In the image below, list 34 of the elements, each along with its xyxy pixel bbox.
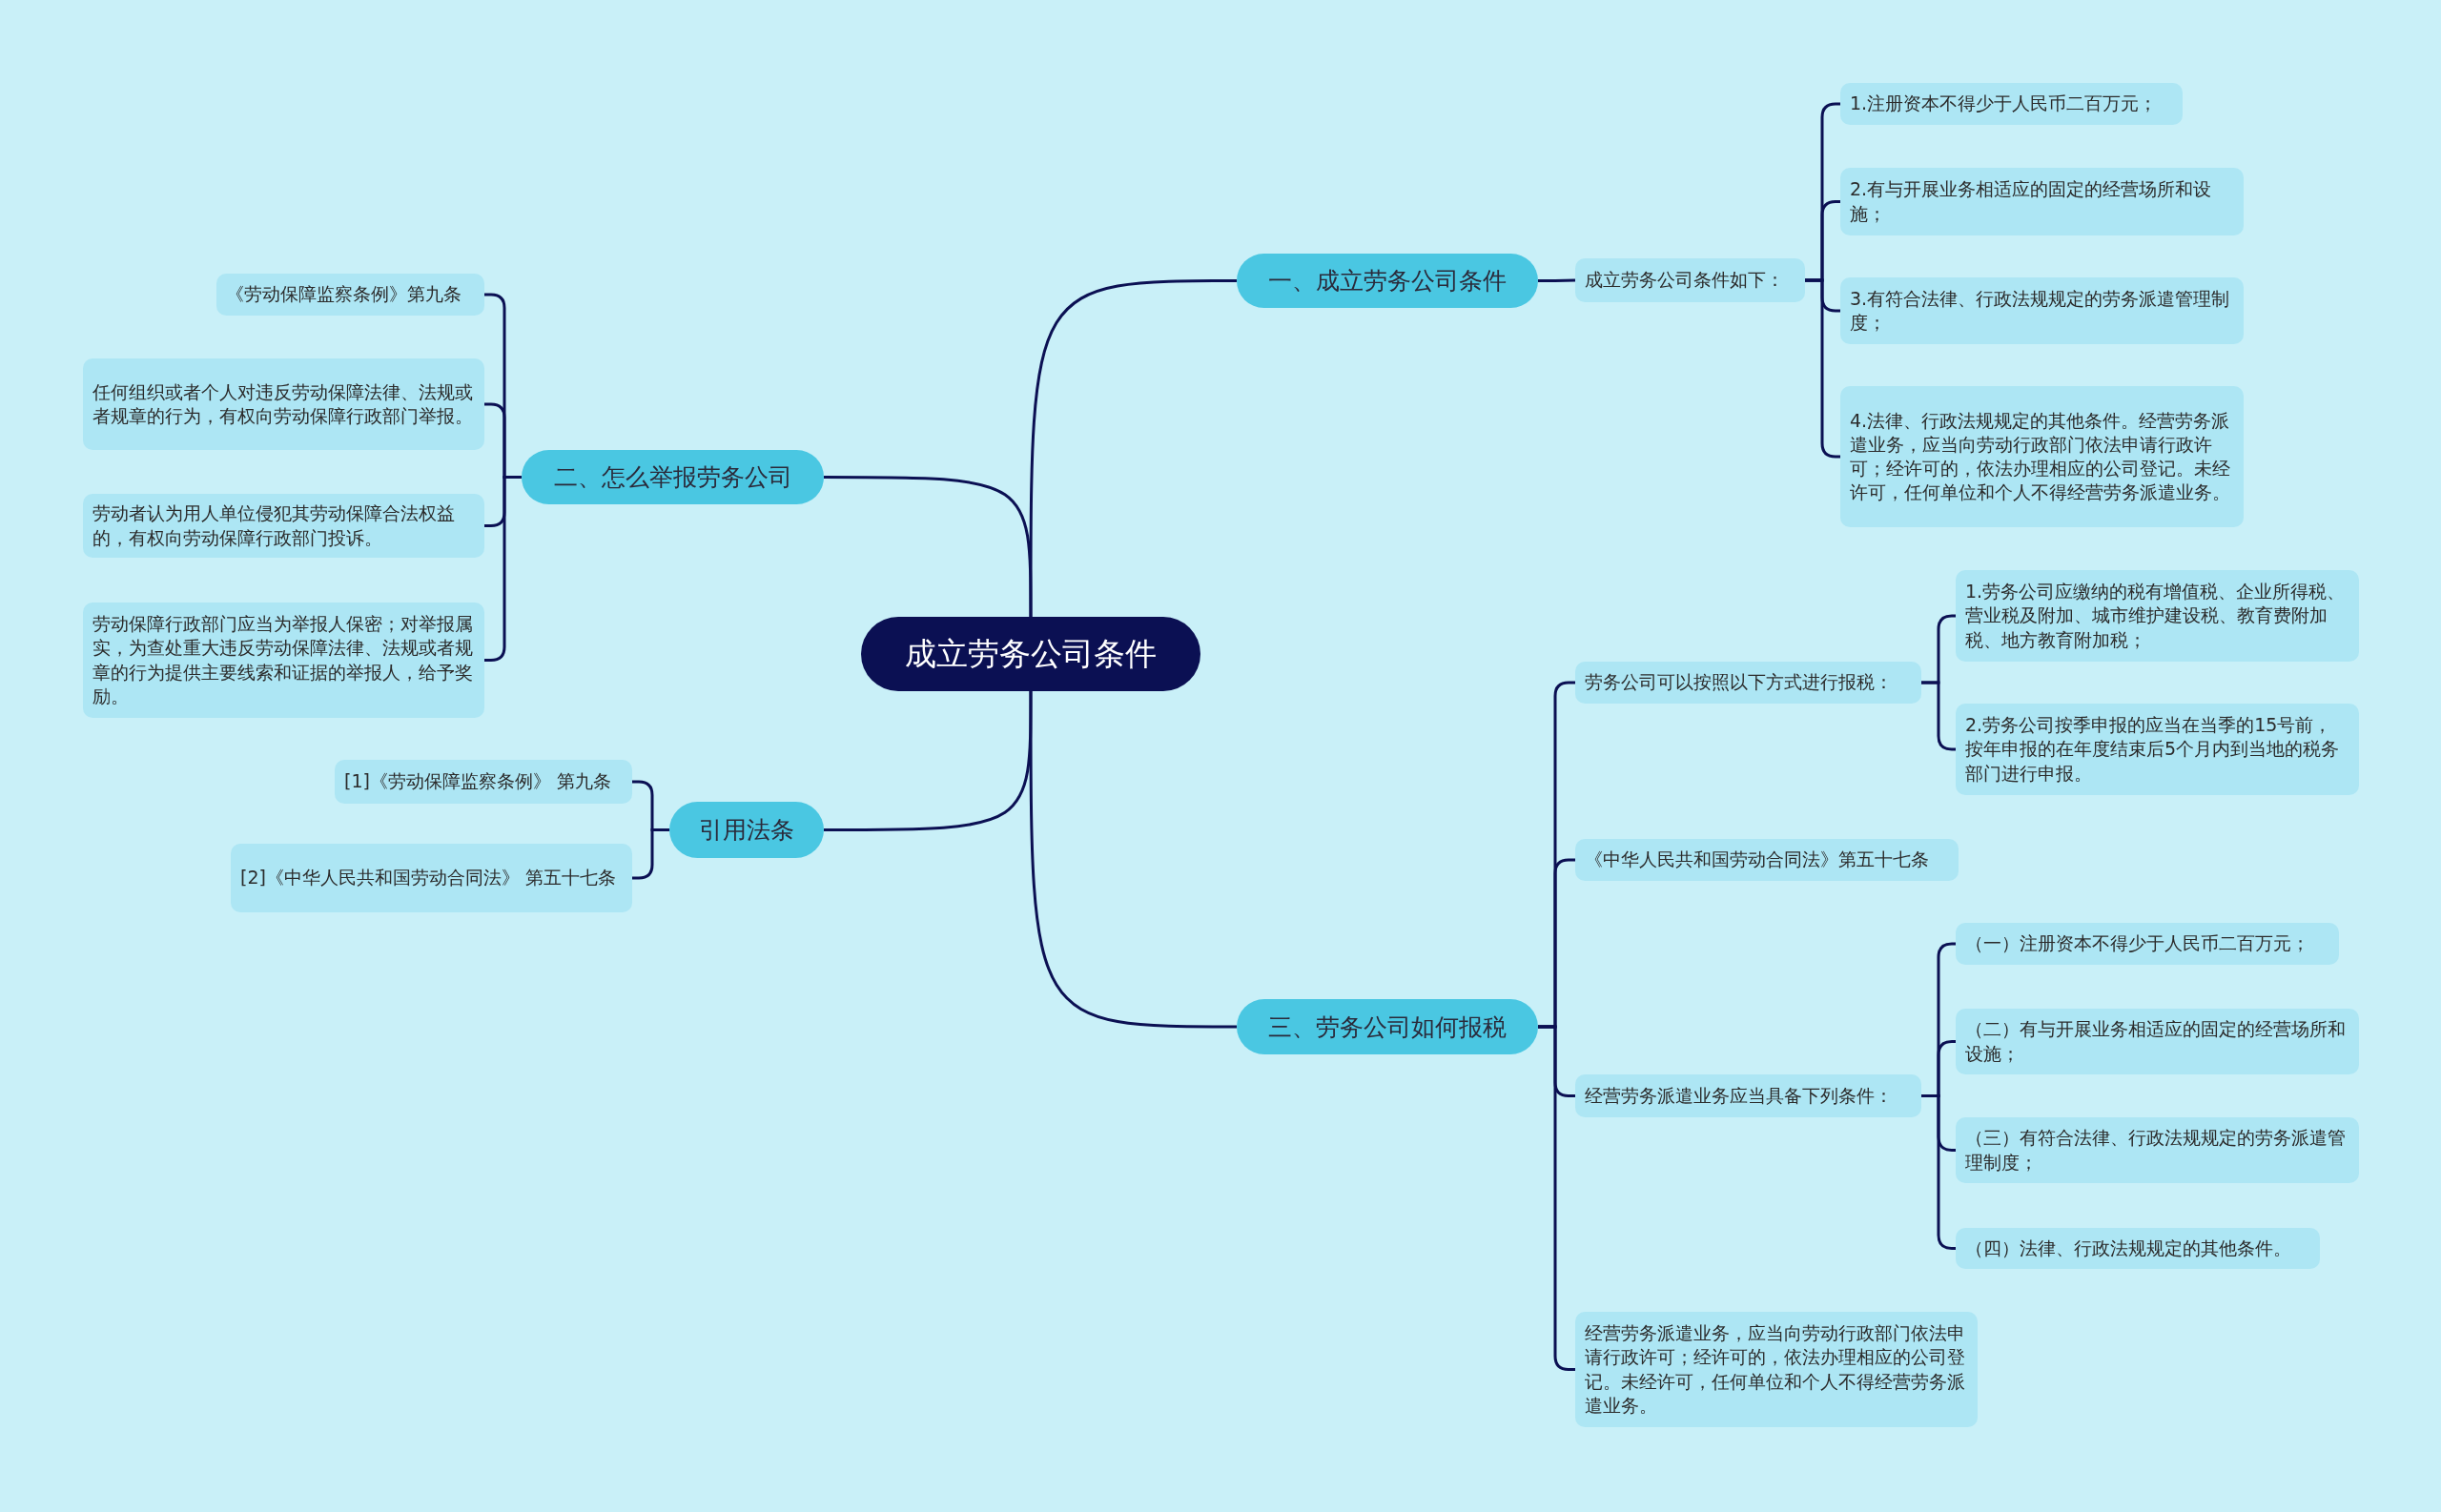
connector-line <box>824 691 1033 831</box>
connector-line <box>484 476 522 662</box>
subtopic-box: 经营劳务派遣业务，应当向劳动行政部门依法申请行政许可；经许可的，依法办理相应的公司登记。未经许可，任何单位和个人不得经营劳务派遣业务。 <box>1575 1312 1978 1427</box>
subtopic-box: 经营劳务派遣业务应当具备下列条件： <box>1575 1074 1921 1117</box>
connector-line <box>1538 278 1576 282</box>
connector-line <box>1805 278 1840 459</box>
branch-topic: 二、怎么举报劳务公司 <box>522 450 824 504</box>
central-topic: 成立劳务公司条件 <box>861 617 1200 691</box>
subtopic-box: 劳务公司可以按照以下方式进行报税： <box>1575 662 1921 704</box>
subtopic-box: 1.注册资本不得少于人民币二百万元； <box>1840 83 2183 125</box>
branch-topic: 一、成立劳务公司条件 <box>1237 254 1538 308</box>
connector-line <box>1029 691 1237 1029</box>
subtopic-box: 劳动者认为用人单位侵犯其劳动保障合法权益的，有权向劳动保障行政部门投诉。 <box>83 494 484 558</box>
connector-line <box>1029 279 1237 617</box>
subtopic-box: 1.劳务公司应缴纳的税有增值税、企业所得税、营业税及附加、城市维护建设税、教育费附加税、地方教育附加税； <box>1956 570 2359 662</box>
subtopic-box: 任何组织或者个人对违反劳动保障法律、法规或者规章的行为，有权向劳动保障行政部门举报。 <box>83 358 484 450</box>
subtopic-box: 《中华人民共和国劳动合同法》第五十七条 <box>1575 839 1959 881</box>
subtopic-box: （三）有符合法律、行政法规规定的劳务派遣管理制度； <box>1956 1117 2359 1183</box>
subtopic-box: [2]《中华人民共和国劳动合同法》 第五十七条 <box>231 844 632 912</box>
subtopic-box: （四）法律、行政法规规定的其他条件。 <box>1956 1228 2320 1269</box>
subtopic-box: 2.有与开展业务相适应的固定的经营场所和设施； <box>1840 168 2244 235</box>
subtopic-box: （一）注册资本不得少于人民币二百万元； <box>1956 923 2339 965</box>
branch-topic: 引用法条 <box>669 802 824 858</box>
connector-line <box>632 828 669 880</box>
subtopic-box: 3.有符合法律、行政法规规定的劳务派遣管理制度； <box>1840 277 2244 344</box>
subtopic-box: 劳动保障行政部门应当为举报人保密；对举报属实，为查处重大违反劳动保障法律、法规或者规章的行为提供主要线索和证据的举报人，给予奖励。 <box>83 603 484 718</box>
connector-line <box>824 476 1033 617</box>
subtopic-box: 2.劳务公司按季申报的应当在当季的15号前，按年申报的在年度结束后5个月内到当地的税务部门进行申报。 <box>1956 704 2359 795</box>
branch-topic: 三、劳务公司如何报税 <box>1237 999 1538 1054</box>
subtopic-box: [1]《劳动保障监察条例》 第九条 <box>335 760 632 804</box>
subtopic-box: （二）有与开展业务相适应的固定的经营场所和设施； <box>1956 1009 2359 1074</box>
subtopic-box: 4.法律、行政法规规定的其他条件。经营劳务派遣业务，应当向劳动行政部门依法申请行政许可；经许可的，依法办理相应的公司登记。未经许可，任何单位和个人不得经营劳务派遣业务。 <box>1840 386 2244 527</box>
subtopic-box: 《劳动保障监察条例》第九条 <box>216 274 484 316</box>
subtopic-box: 成立劳务公司条件如下： <box>1575 258 1805 302</box>
